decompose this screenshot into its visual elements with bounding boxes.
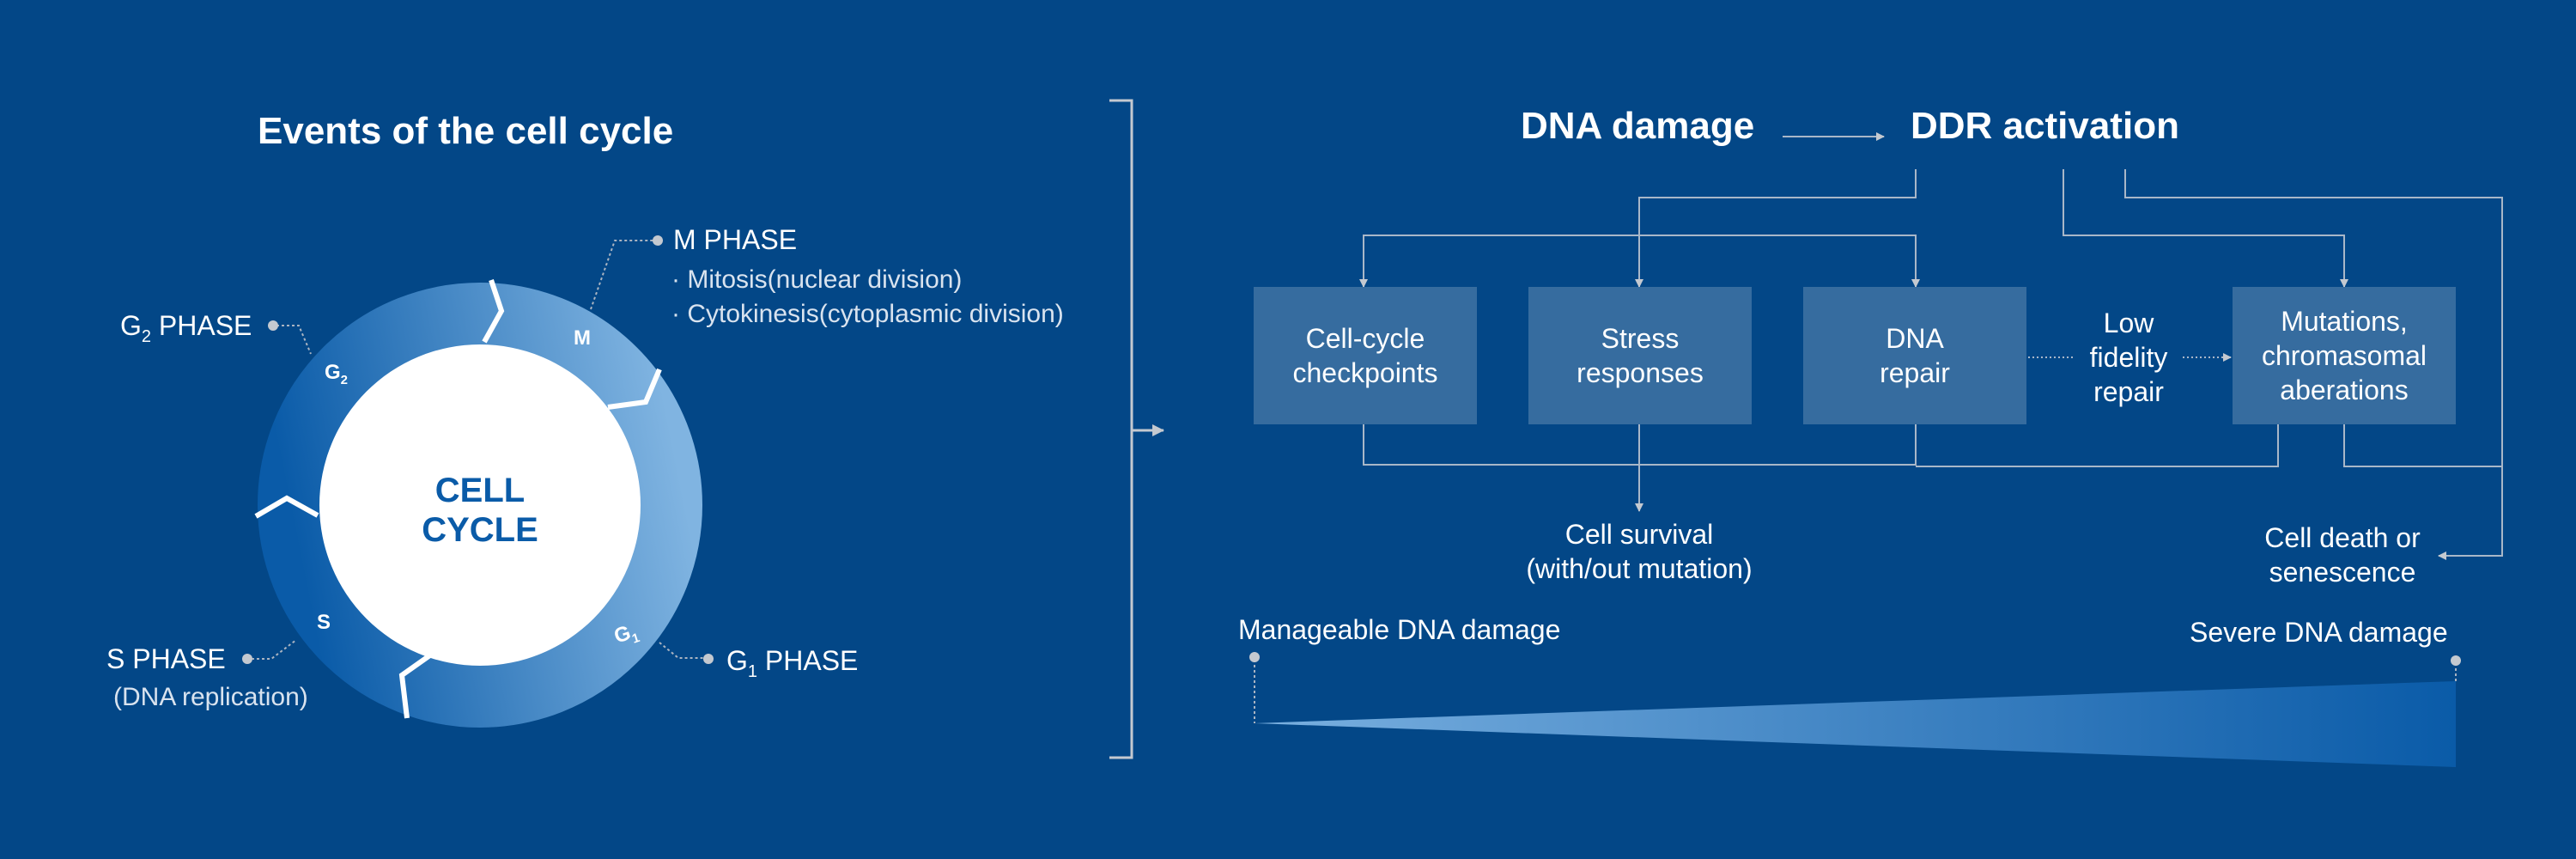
label-line: (with/out mutation) [1526,553,1753,584]
ring-label-s: S [317,611,331,634]
cell-cycle-title: Events of the cell cycle [258,110,674,152]
connector-ddr-death [2124,169,2503,560]
m-phase-bullet-1: · Mitosis(nuclear division) [671,265,963,294]
g2-phase-main: G [120,310,142,341]
box-line: aberations [2280,375,2409,405]
m-phase-label: M PHASE [673,224,798,255]
dot-g2-phase [268,320,278,331]
box-line: responses [1577,357,1704,388]
ring-label-g2: G2 [325,361,348,387]
box-line: Mutations, [2281,306,2408,337]
ring-label-g2-main: G [325,361,341,384]
label-line: Low [2103,308,2154,338]
cell-cycle-ring [258,283,702,728]
g1-phase-label: G1 PHASE [726,645,858,682]
box-line: repair [1880,357,1950,388]
boundary-g2-s [254,495,319,519]
ring-label-g2-sub: 2 [340,373,349,387]
label-line: Cell survival [1564,519,1714,550]
boundary-s-g1 [398,652,433,719]
leader-g2-phase [276,325,312,355]
label-line: fidelity [2089,342,2168,373]
connector-ddr-stress [1635,169,1917,288]
g1-phase-main: G [726,645,748,676]
boundary-g2-m [482,279,505,344]
dot-manageable [1249,652,1260,662]
box-line: checkpoints [1292,357,1438,388]
box-line: chromasomal [2261,340,2427,371]
g2-phase-rest: PHASE [151,310,252,341]
connector-ddr-mutations [2063,169,2348,288]
cell-death-label: Cell death or senescence [2264,521,2420,589]
ddr-activation-heading: DDR activation [1911,105,2179,147]
connector-repair-mutations [1916,424,2279,467]
manageable-damage-label: Manageable DNA damage [1238,614,1561,645]
leader-m-phase [590,240,654,310]
dot-g1-phase [703,654,714,664]
box-line: Stress [1601,323,1680,354]
dna-damage-heading: DNA damage [1521,105,1755,147]
low-fidelity-repair-label: Low fidelity repair [2090,306,2168,409]
m-phase-bullet-2: · Cytokinesis(cytoplasmic division) [671,300,1064,328]
dot-s-phase [242,654,252,664]
severity-wedge [1255,681,2456,767]
leader-s-phase [252,639,297,660]
center-line-2: CYCLE [422,511,538,549]
s-phase-label: S PHASE [106,643,226,674]
leader-g1-phase [659,642,704,659]
center-line-1: CELL [434,472,526,509]
cell-cycle-center-label: CELL CYCLE [422,471,538,550]
label-line: senescence [2269,557,2416,588]
g1-phase-sub: 1 [747,662,758,681]
label-line: repair [2093,376,2164,407]
dot-severe [2451,655,2461,666]
g2-phase-sub: 2 [141,327,152,346]
ring-label-m: M [574,326,591,350]
box-line: Cell-cycle [1305,323,1425,354]
g1-phase-rest: PHASE [757,645,859,676]
g2-phase-label: G2 PHASE [120,310,252,347]
s-phase-desc: (DNA replication) [113,683,308,711]
label-line: Cell death or [2264,522,2421,553]
cell-survival-label: Cell survival (with/out mutation) [1526,517,1752,586]
dot-m-phase [653,235,663,246]
bracket [1109,99,1133,759]
box-line: DNA [1886,323,1944,354]
connector-mutations-death [2343,424,2502,467]
box-mutations: Mutations,chromasomal aberations [2233,287,2456,424]
cell-cycle-core [319,344,641,666]
boundary-m-g1 [607,368,662,410]
severe-damage-label: Severe DNA damage [2190,617,2448,648]
